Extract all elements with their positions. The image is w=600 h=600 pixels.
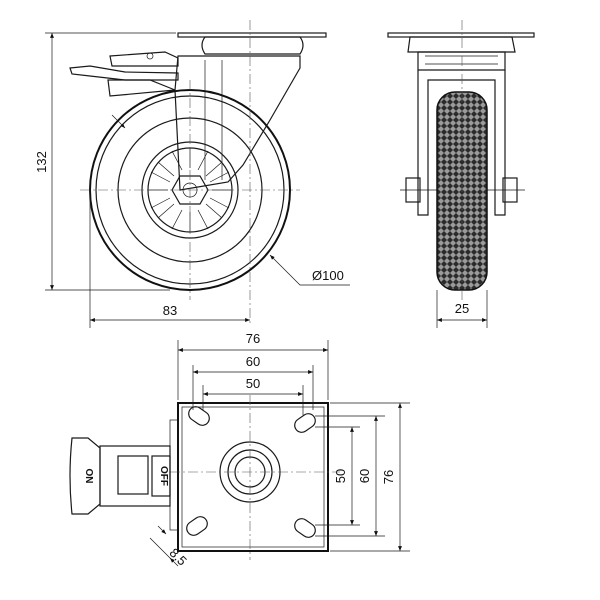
brake-off-label: OFF <box>158 466 169 486</box>
dim-plate-height: 76 <box>381 470 396 484</box>
top-view: ON OFF 76 60 50 76 60 50 8.5 <box>69 331 410 569</box>
dim-bolt-inner: 50 <box>246 376 260 391</box>
dim-plate-width: 76 <box>246 331 260 346</box>
brake-pedal: ON OFF <box>69 419 179 531</box>
dim-wheel-diameter: Ø100 <box>312 268 344 283</box>
dim-slot: 8.5 <box>166 545 189 568</box>
dim-height: 132 <box>34 151 49 173</box>
dim-offset: 83 <box>163 303 177 318</box>
dim-plate-height-inner: 50 <box>333 469 348 483</box>
dim-bolt-outer: 60 <box>246 354 260 369</box>
swivel-head <box>201 36 304 55</box>
brake-lever <box>69 65 179 81</box>
wheel-hub <box>148 148 232 232</box>
brake-on-label: ON <box>83 469 94 484</box>
front-view: 25 <box>387 20 535 328</box>
bolt-slots <box>186 406 316 538</box>
dim-wheel-width: 25 <box>455 301 469 316</box>
side-view: 132 83 Ø100 <box>34 20 350 328</box>
dim-plate-height-outer: 60 <box>357 469 372 483</box>
